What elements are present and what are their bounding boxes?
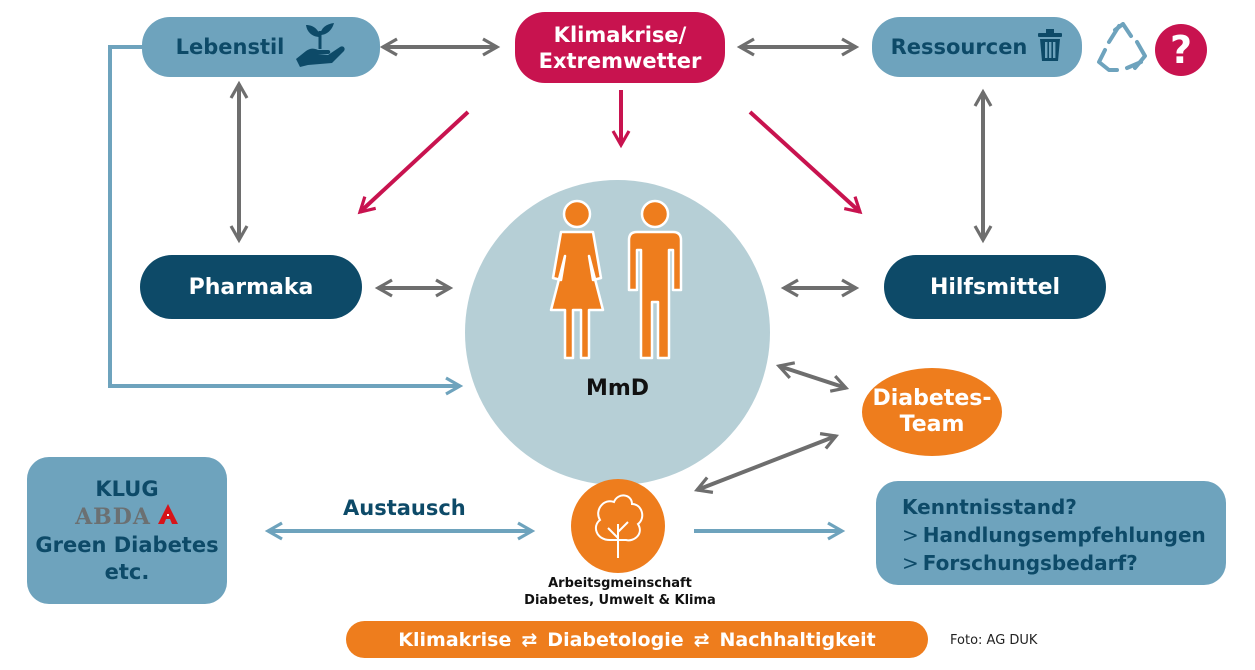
plant-hand-icon bbox=[294, 22, 346, 72]
knowledge-line2: >Handlungsempfehlungen bbox=[902, 521, 1226, 549]
abda-label: ABDA bbox=[75, 503, 151, 530]
abda-logo: ABDA bbox=[75, 503, 179, 532]
node-lebenstil-label: Lebenstil bbox=[175, 35, 285, 59]
arrow-lebenstil-center bbox=[108, 45, 464, 396]
people-icon bbox=[537, 198, 697, 372]
knowledge-line3-text: Forschungsbedarf? bbox=[922, 551, 1138, 575]
arrow-center-team bbox=[775, 361, 850, 393]
arrow-klima-pharmaka bbox=[357, 110, 470, 215]
austausch-label: Austausch bbox=[343, 496, 466, 520]
node-team-line2: Team bbox=[899, 412, 965, 437]
center-circle: MmD bbox=[465, 180, 770, 485]
question-icon: ? bbox=[1155, 24, 1207, 76]
node-klug-line1: KLUG bbox=[95, 476, 159, 501]
node-team-line1: Diabetes- bbox=[872, 386, 992, 411]
node-klug-line3: Green Diabetes bbox=[35, 532, 219, 557]
banner-separator-1: ⇄ bbox=[521, 628, 538, 651]
node-lebenstil: Lebenstil bbox=[142, 17, 380, 77]
node-hilfsmittel-label: Hilfsmittel bbox=[929, 274, 1061, 300]
knowledge-prefix: > bbox=[902, 551, 919, 575]
knowledge-prefix: > bbox=[902, 523, 919, 547]
node-klimakrise-line2: Extremwetter bbox=[538, 48, 702, 73]
node-klug-line4: etc. bbox=[104, 559, 150, 584]
banner-part3: Nachhaltigkeit bbox=[719, 628, 876, 651]
knowledge-line1: Kenntnisstand? bbox=[902, 495, 1077, 519]
knowledge-line3: >Forschungsbedarf? bbox=[902, 549, 1226, 577]
node-diabetes-team: Diabetes- Team bbox=[862, 368, 1002, 456]
knowledge-line2-text: Handlungsempfehlungen bbox=[922, 523, 1206, 547]
trash-icon bbox=[1037, 28, 1063, 66]
arrow-team-ag bbox=[693, 432, 840, 494]
bottom-banner: Klimakrise ⇄ Diabetologie ⇄ Nachhaltigke… bbox=[346, 621, 928, 658]
node-klimakrise-line1: Klimakrise/ bbox=[553, 22, 687, 47]
pharmacy-a-icon bbox=[157, 503, 179, 532]
node-klimakrise: Klimakrise/ Extremwetter bbox=[515, 12, 725, 83]
ag-label: Arbeitsgmeinschaft Diabetes, Umwelt & Kl… bbox=[470, 575, 770, 609]
photo-credit: Foto: AG DUK bbox=[950, 633, 1038, 648]
node-hilfsmittel: Hilfsmittel bbox=[884, 255, 1106, 319]
node-ressourcen-label: Ressourcen bbox=[890, 35, 1028, 59]
node-ressourcen: Ressourcen bbox=[872, 17, 1082, 77]
banner-part2: Diabetologie bbox=[547, 628, 684, 651]
node-pharmaka-label: Pharmaka bbox=[188, 274, 314, 300]
arrow-klima-hilfsmittel bbox=[748, 110, 863, 215]
tree-icon bbox=[570, 478, 666, 578]
node-klug: KLUG ABDA Green Diabetes etc. bbox=[27, 457, 227, 604]
ag-label-line1: Arbeitsgmeinschaft bbox=[548, 576, 692, 591]
node-knowledge: Kenntnisstand? >Handlungsempfehlungen >F… bbox=[876, 481, 1226, 585]
node-pharmaka: Pharmaka bbox=[140, 255, 362, 319]
banner-part1: Klimakrise bbox=[398, 628, 512, 651]
recycle-icon bbox=[1095, 22, 1151, 80]
banner-separator-2: ⇄ bbox=[693, 628, 710, 651]
ag-label-line2: Diabetes, Umwelt & Klima bbox=[524, 593, 716, 608]
center-label: MmD bbox=[585, 376, 650, 401]
